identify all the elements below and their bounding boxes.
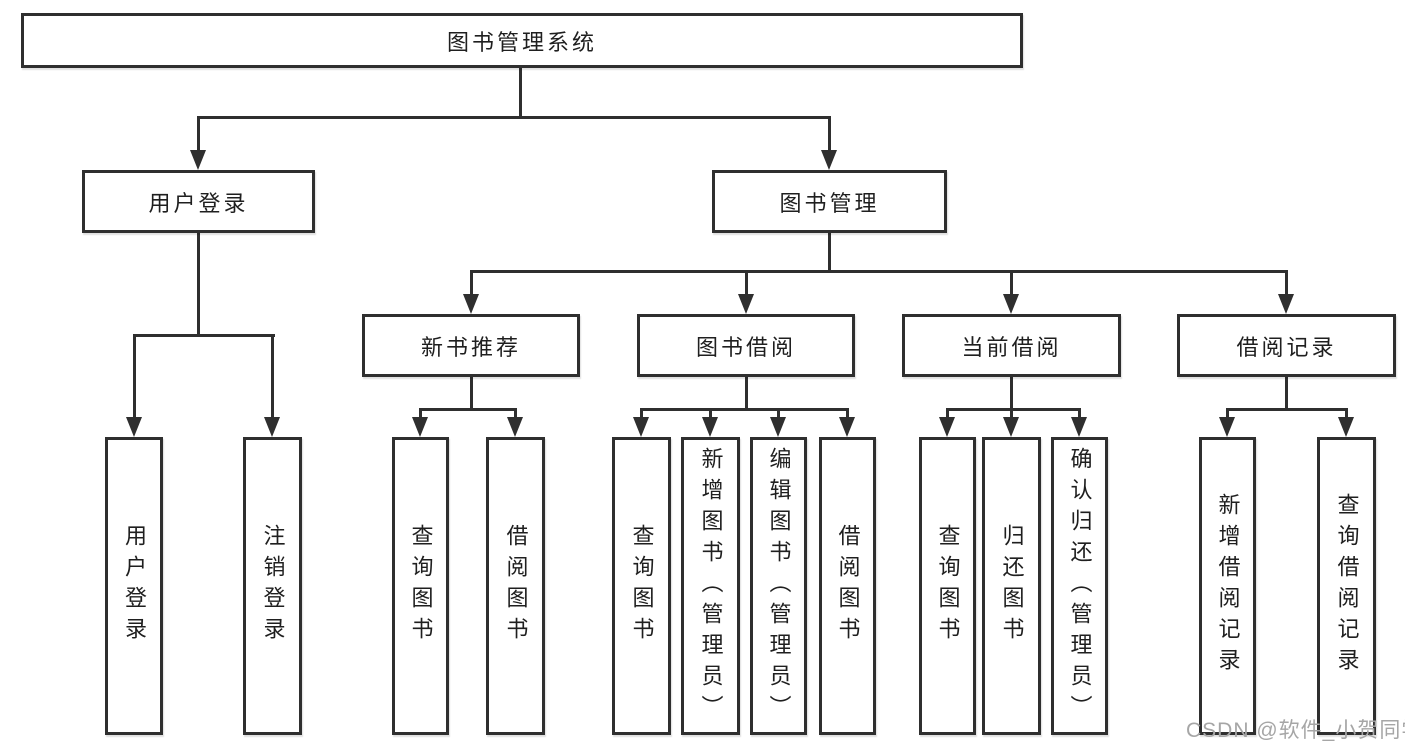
node-label: 图书管理系统 xyxy=(446,29,597,55)
arrow-down-icon xyxy=(412,417,428,437)
connector-line xyxy=(133,334,136,418)
connector-line xyxy=(470,270,473,296)
arrow-down-icon xyxy=(463,294,479,314)
arrow-down-icon xyxy=(1003,294,1019,314)
connector-line xyxy=(1078,408,1081,420)
connector-line xyxy=(745,377,748,411)
connector-line xyxy=(1285,377,1288,411)
leaf-add-borrow-record: 新增借阅记录 xyxy=(1199,437,1256,735)
connector-line xyxy=(1345,408,1348,420)
connector-line xyxy=(1285,270,1288,296)
connector-line xyxy=(828,233,831,273)
connector-line xyxy=(745,270,748,296)
leaf-query-books-borrowing: 查询图书 xyxy=(612,437,671,735)
node-new-book-recommendation: 新书推荐 xyxy=(362,314,580,377)
node-borrowing-records: 借阅记录 xyxy=(1177,314,1396,377)
arrow-down-icon xyxy=(1003,417,1019,437)
connector-line xyxy=(640,408,643,420)
arrow-down-icon xyxy=(1338,417,1354,437)
csdn-watermark: CSDN @软件_小贺同学 xyxy=(1186,719,1405,742)
leaf-logout: 注销登录 xyxy=(243,437,302,735)
connector-line xyxy=(1010,270,1013,296)
leaf-borrow-books-recommend: 借阅图书 xyxy=(486,437,545,735)
arrow-down-icon xyxy=(126,417,142,437)
leaf-return-books: 归还图书 xyxy=(982,437,1041,735)
leaf-label: 借阅图书 xyxy=(835,524,861,648)
node-user-login-branch: 用户登录 xyxy=(82,170,315,233)
node-label: 图书借阅 xyxy=(695,334,796,360)
connector-line xyxy=(470,377,473,411)
connector-line xyxy=(419,408,422,420)
connector-line xyxy=(133,334,275,337)
arrow-down-icon xyxy=(1219,417,1235,437)
node-label: 借阅记录 xyxy=(1236,334,1337,360)
connector-line xyxy=(197,116,200,152)
arrow-down-icon xyxy=(738,294,754,314)
node-label: 图书管理 xyxy=(779,190,880,216)
arrow-down-icon xyxy=(702,417,718,437)
arrow-down-icon xyxy=(821,150,837,170)
connector-line xyxy=(946,408,949,420)
connector-line xyxy=(1226,408,1348,411)
leaf-label: 查询图书 xyxy=(935,524,961,648)
leaf-label: 新增图书（管理员） xyxy=(698,446,724,726)
connector-line xyxy=(777,408,780,420)
node-label: 当前借阅 xyxy=(961,334,1062,360)
connector-line xyxy=(1010,408,1013,420)
arrow-down-icon xyxy=(1278,294,1294,314)
connector-line xyxy=(419,408,517,411)
connector-line xyxy=(1010,377,1013,411)
leaf-label: 新增借阅记录 xyxy=(1215,493,1241,679)
connector-line xyxy=(470,270,1288,273)
node-book-management-branch: 图书管理 xyxy=(712,170,947,233)
arrow-down-icon xyxy=(939,417,955,437)
connector-line xyxy=(640,408,849,411)
arrow-down-icon xyxy=(1071,417,1087,437)
connector-line xyxy=(1226,408,1229,420)
arrow-down-icon xyxy=(633,417,649,437)
connector-line xyxy=(514,408,517,420)
arrow-down-icon xyxy=(264,417,280,437)
leaf-label: 借阅图书 xyxy=(503,524,529,648)
leaf-query-borrow-record: 查询借阅记录 xyxy=(1317,437,1376,735)
leaf-label: 用户登录 xyxy=(122,524,147,648)
leaf-label: 查询借阅记录 xyxy=(1334,493,1360,679)
node-current-borrowing: 当前借阅 xyxy=(902,314,1121,377)
node-book-borrowing: 图书借阅 xyxy=(637,314,855,377)
leaf-borrow-books: 借阅图书 xyxy=(819,437,876,735)
node-label: 用户登录 xyxy=(148,190,249,216)
leaf-label: 归还图书 xyxy=(999,524,1025,648)
leaf-add-books-admin: 新增图书（管理员） xyxy=(681,437,740,735)
connector-line xyxy=(828,116,831,152)
connector-line xyxy=(709,408,712,420)
connector-line xyxy=(846,408,849,420)
connector-line xyxy=(271,334,274,418)
arrow-down-icon xyxy=(507,417,523,437)
leaf-label: 查询图书 xyxy=(629,524,655,648)
leaf-confirm-return-admin: 确认归还（管理员） xyxy=(1051,437,1108,735)
leaf-query-books-recommend: 查询图书 xyxy=(392,437,449,735)
leaf-edit-books-admin: 编辑图书（管理员） xyxy=(750,437,807,735)
connector-line xyxy=(197,233,200,337)
leaf-label: 查询图书 xyxy=(408,524,434,648)
leaf-user-login: 用户登录 xyxy=(105,437,163,735)
node-label: 新书推荐 xyxy=(420,334,521,360)
connector-line xyxy=(519,68,522,117)
node-library-management-system: 图书管理系统 xyxy=(21,13,1023,68)
arrow-down-icon xyxy=(839,417,855,437)
arrow-down-icon xyxy=(770,417,786,437)
leaf-query-books-current: 查询图书 xyxy=(919,437,976,735)
arrow-down-icon xyxy=(190,150,206,170)
connector-line xyxy=(197,116,831,119)
leaf-label: 确认归还（管理员） xyxy=(1067,446,1093,726)
connector-line xyxy=(946,408,1081,411)
leaf-label: 注销登录 xyxy=(260,524,286,648)
leaf-label: 编辑图书（管理员） xyxy=(766,446,792,726)
